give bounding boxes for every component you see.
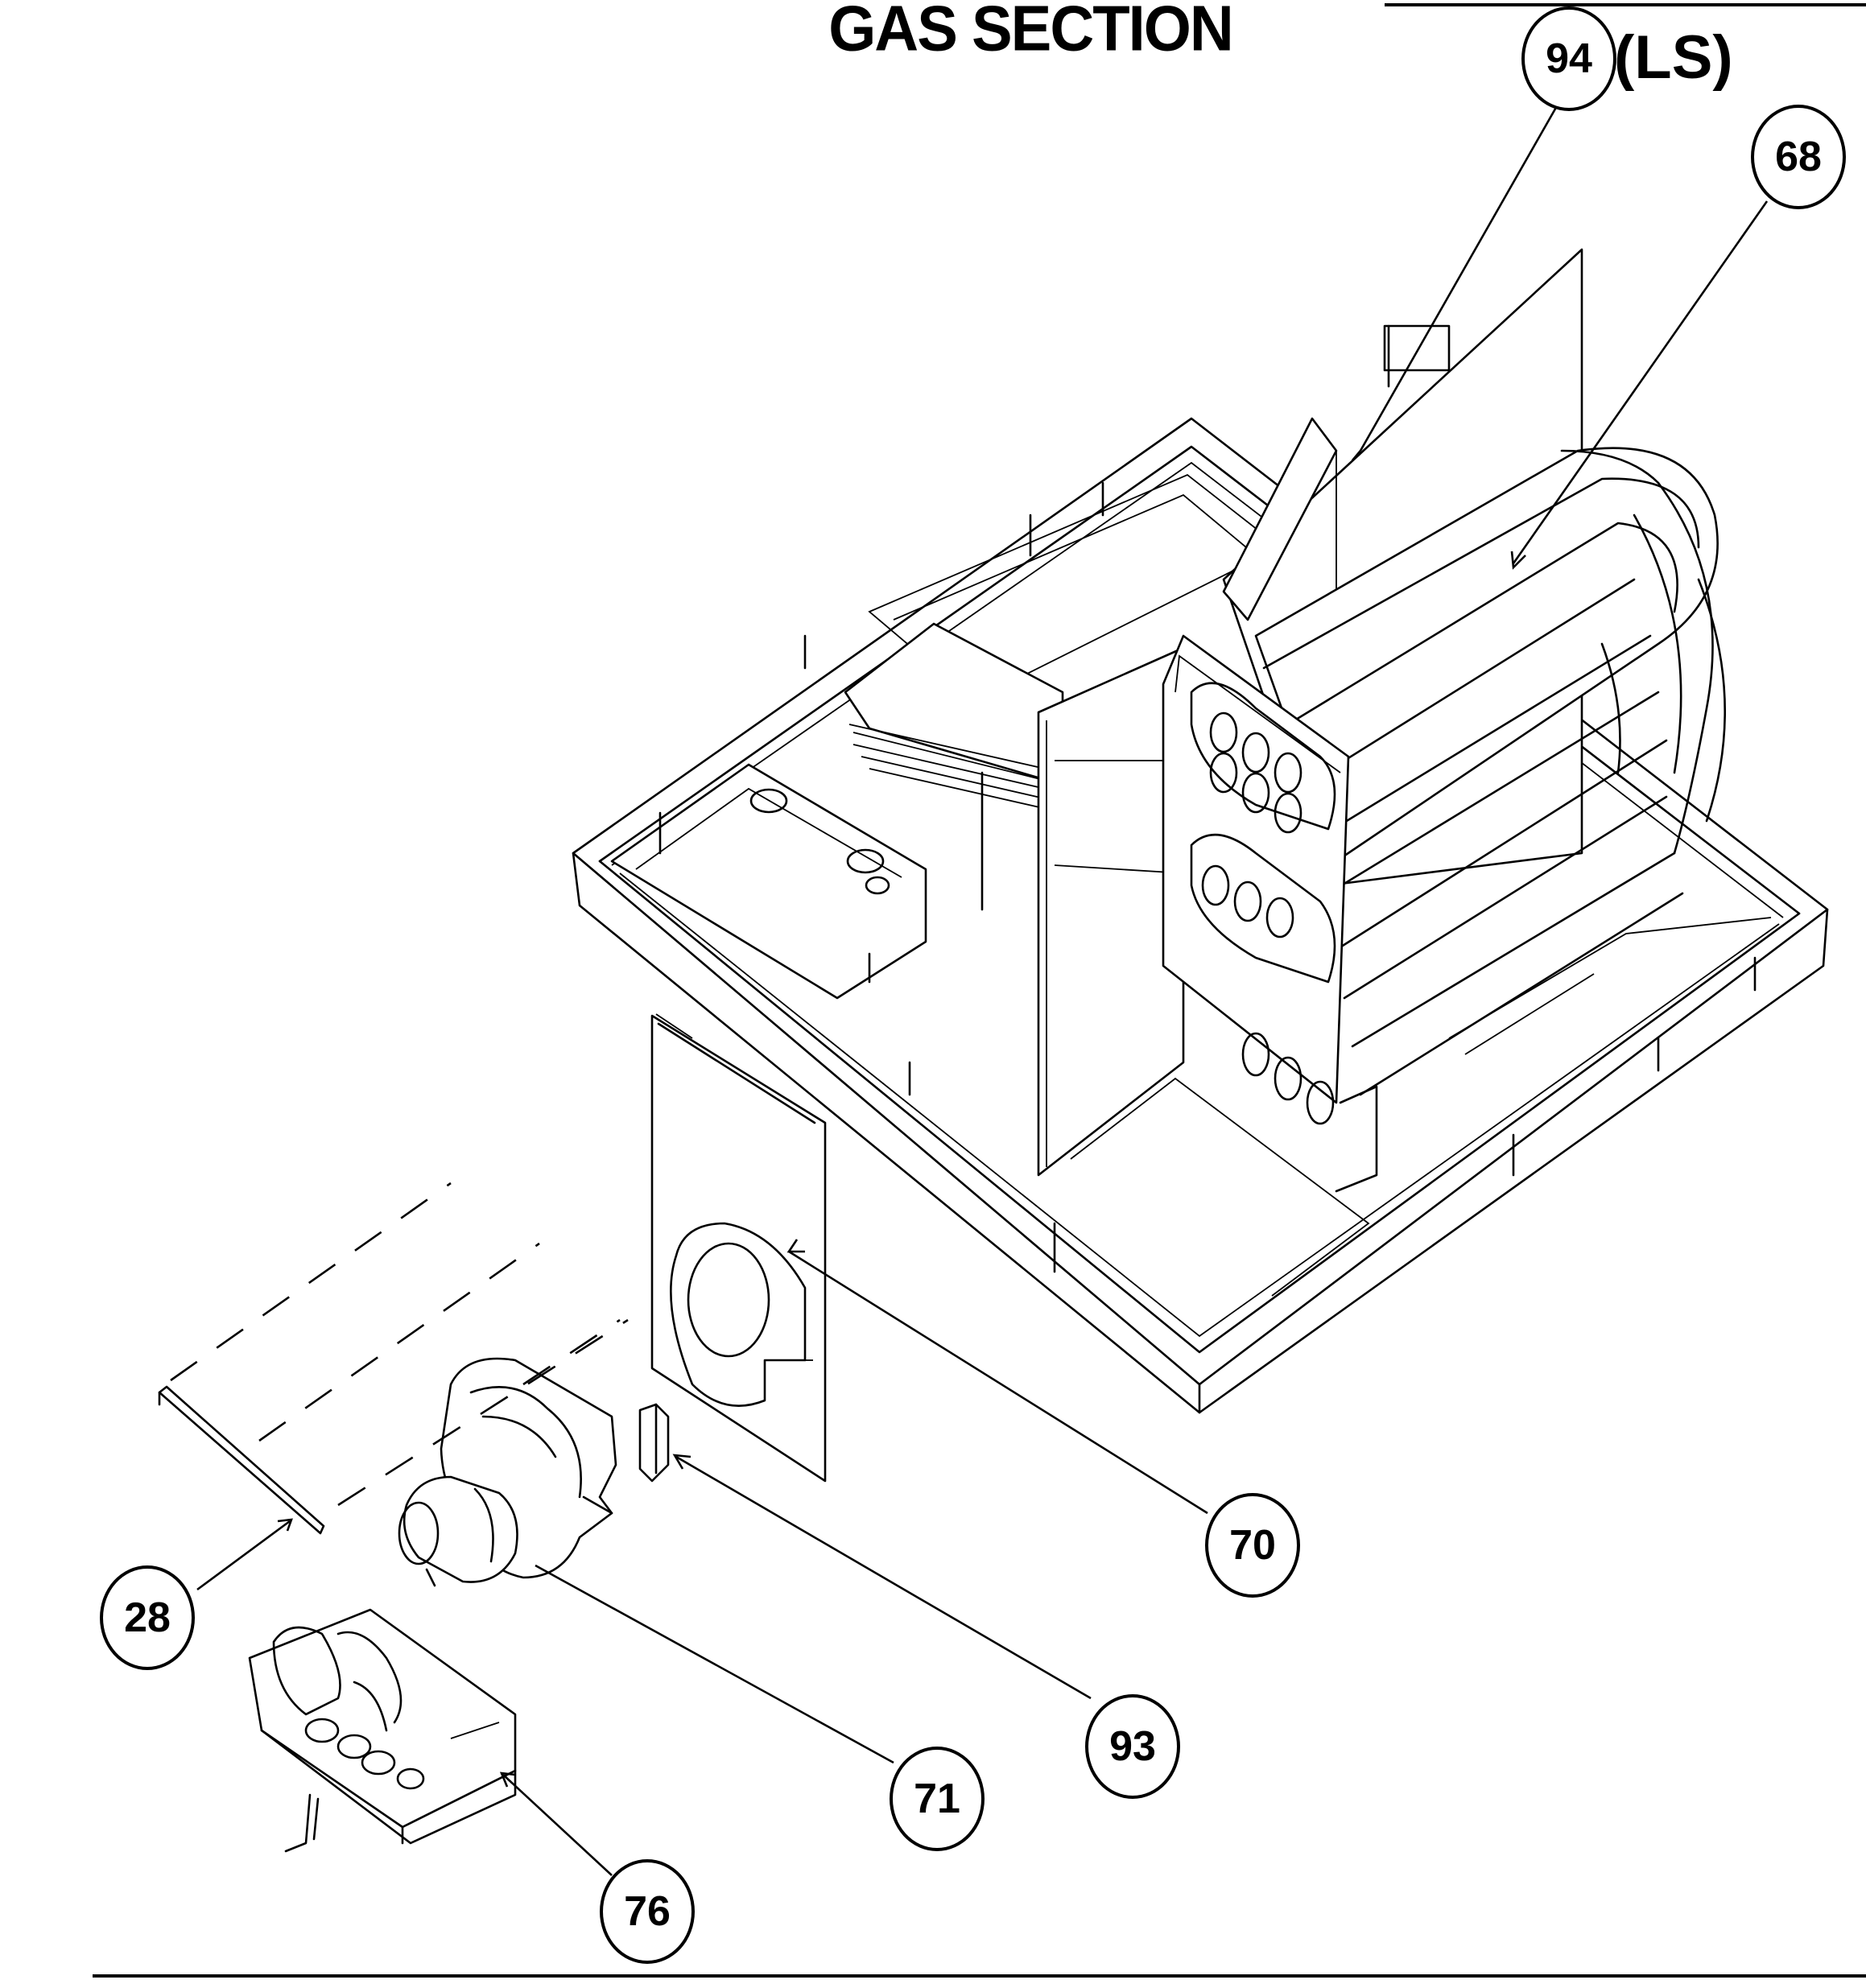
leader-lines	[196, 104, 1769, 1876]
page-title: GAS SECTION	[828, 0, 1234, 65]
callout-76-label: 76	[624, 1888, 671, 1935]
callout-68-label: 68	[1775, 134, 1822, 180]
burner-assembly	[248, 1608, 517, 1853]
callout-71-label: 71	[914, 1776, 960, 1822]
callout-94: 94	[1521, 6, 1616, 111]
inducer-panel	[650, 1013, 827, 1483]
callout-70: 70	[1205, 1493, 1300, 1598]
inducer-blower	[398, 1357, 617, 1587]
callout-76: 76	[600, 1859, 695, 1964]
ls-note: (LS)	[1614, 23, 1733, 92]
callout-93-label: 93	[1109, 1723, 1156, 1770]
bracket	[638, 1403, 670, 1483]
callout-70-label: 70	[1229, 1522, 1276, 1569]
callout-28: 28	[100, 1565, 195, 1670]
callout-94-label: 94	[1546, 35, 1592, 82]
callout-93: 93	[1085, 1694, 1180, 1799]
burner-face-plate	[1162, 634, 1378, 1193]
callout-71: 71	[890, 1747, 985, 1851]
callout-68: 68	[1751, 105, 1846, 209]
alignment-dashes	[170, 1182, 629, 1507]
access-panel-strip	[158, 1385, 325, 1535]
heat-exchanger	[1254, 447, 1727, 1096]
callout-28-label: 28	[124, 1594, 171, 1641]
